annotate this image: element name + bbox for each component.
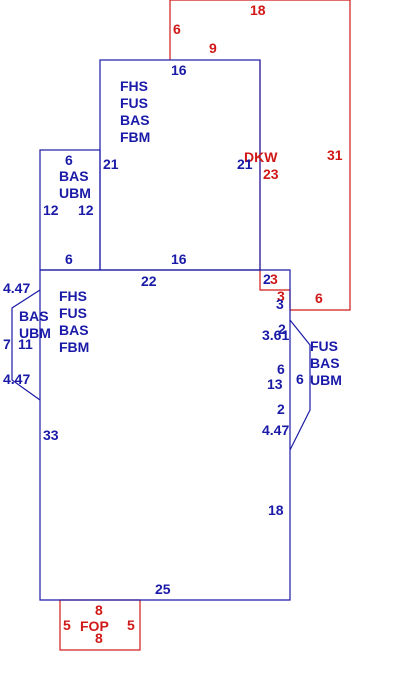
deck-outline: [169, 0, 351, 311]
area-code: FBM: [120, 129, 150, 145]
dimension-label: 3: [270, 271, 278, 287]
dimension-label: 8: [95, 630, 103, 646]
dimension-label: 31: [327, 147, 343, 163]
dimension-label: 4.47: [262, 422, 289, 438]
dimension-label: 9: [209, 40, 217, 56]
area-code: FUS: [310, 338, 338, 354]
dimension-label: 6: [173, 21, 181, 37]
dimension-label: 3: [276, 296, 284, 312]
dimension-label: 4.47: [3, 371, 30, 387]
main-block-outline: [39, 269, 291, 601]
dimension-label: 21: [237, 156, 253, 172]
deck-dimensions: 18 6 9 31 23 6 3 3: [173, 2, 343, 306]
dimension-label: 16: [171, 62, 187, 78]
main-block-codes: FHS FUS BAS FBM: [59, 288, 89, 355]
dimension-label: 2: [263, 271, 271, 287]
dimension-label: 23: [263, 166, 279, 182]
upper-block-dimensions: 16 21 21 16: [103, 62, 253, 267]
left-bay-dimensions: 4.47 7 11 4.47: [3, 280, 33, 387]
area-code: FHS: [120, 78, 148, 94]
dimension-label: 3.61: [262, 327, 289, 343]
dimension-label: 13: [267, 376, 283, 392]
dimension-label: 18: [268, 502, 284, 518]
dimension-label: 12: [78, 202, 94, 218]
dimension-label: 5: [63, 617, 71, 633]
area-code: FHS: [59, 288, 87, 304]
area-code: UBM: [19, 325, 51, 341]
dimension-label: 33: [43, 427, 59, 443]
dimension-label: 25: [155, 581, 171, 597]
dimension-label: 4.47: [3, 280, 30, 296]
area-code: BAS: [310, 355, 340, 371]
left-bay-outline: [11, 289, 41, 401]
area-code: BAS: [19, 308, 49, 324]
dimension-label: 12: [43, 202, 59, 218]
left-bay-codes: BAS UBM: [19, 308, 51, 341]
left-small-codes: BAS UBM: [59, 168, 91, 201]
dimension-label: 11: [18, 336, 33, 352]
deck-code: DKW: [244, 149, 278, 165]
area-code: BAS: [59, 322, 89, 338]
upper-block-codes: FHS FUS BAS FBM: [120, 78, 150, 145]
dimension-label: 2: [278, 321, 286, 337]
main-block-dimensions: 22 33 25 18 2 3 2 3.61 6 13 2 4.47: [43, 271, 289, 597]
area-code: BAS: [59, 168, 89, 184]
area-code: BAS: [120, 112, 150, 128]
dimension-label: 22: [141, 273, 157, 289]
right-bay-outline: [289, 319, 311, 451]
area-code: UBM: [310, 372, 342, 388]
dimension-label: 2: [277, 401, 285, 417]
dimension-label: 5: [127, 617, 135, 633]
dimension-label: 6: [296, 371, 304, 387]
area-code: FUS: [120, 95, 148, 111]
dimension-label: 7: [3, 336, 11, 352]
dimension-label: 6: [277, 361, 285, 377]
left-small-dimensions: 6 12 12 6: [43, 152, 94, 267]
dimension-label: 6: [315, 290, 323, 306]
dimension-label: 16: [171, 251, 187, 267]
dimension-label: 18: [250, 2, 266, 18]
dimension-label: 21: [103, 156, 119, 172]
dimension-label: 6: [65, 251, 73, 267]
porch-dimensions: 8 5 5 8: [63, 602, 135, 646]
area-code: FUS: [59, 305, 87, 321]
right-bay-codes: FUS BAS UBM: [310, 338, 342, 388]
dimension-label: 8: [95, 602, 103, 618]
area-code: FBM: [59, 339, 89, 355]
porch-code: FOP: [80, 618, 109, 634]
area-code: UBM: [59, 185, 91, 201]
dimension-label: 3: [277, 288, 285, 304]
dimension-label: 6: [65, 152, 73, 168]
